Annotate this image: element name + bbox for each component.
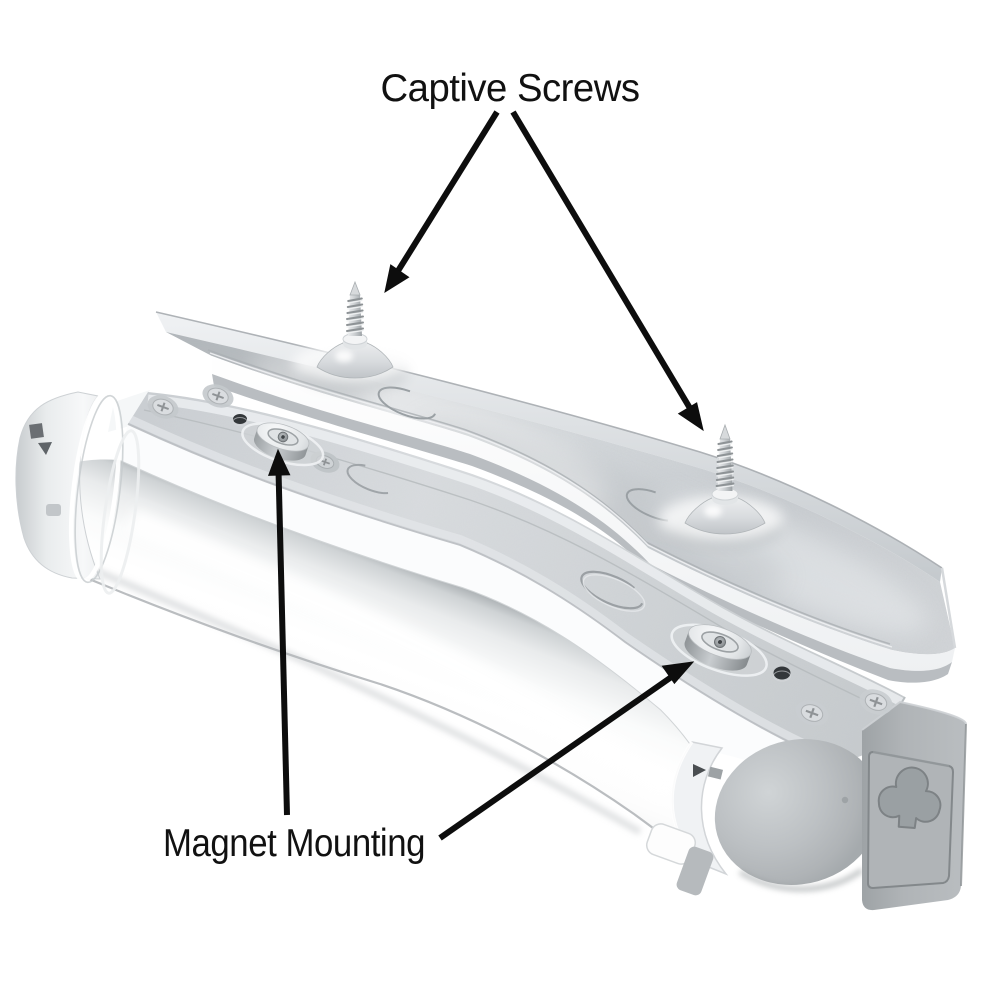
arrow-captive-left-head-icon <box>384 264 410 294</box>
tube-bottom-edge <box>43 558 695 861</box>
cap-tab <box>676 846 714 896</box>
tube-lower-shade <box>58 552 642 836</box>
cap-cylinder-face <box>714 739 882 885</box>
plate-bottom-lip <box>212 374 952 683</box>
magnet-side <box>684 630 752 671</box>
cap-notch-icon <box>29 423 44 439</box>
fixture-knockout-arc <box>346 463 398 495</box>
fixture-knockout <box>580 570 646 612</box>
captive-screw-right <box>659 423 783 546</box>
left-end-cap <box>15 391 141 595</box>
annotation-magnet-mounting: Magnet Mounting <box>163 448 695 865</box>
light-fixture <box>15 384 967 911</box>
tube-end-seam <box>99 429 141 595</box>
mounting-plate <box>155 280 957 683</box>
arrow-captive-right-head-icon <box>677 402 704 432</box>
screw-tip <box>349 280 361 296</box>
fixture-screw <box>147 395 179 419</box>
screw-threads <box>346 297 364 334</box>
plate-knockout-left <box>377 386 437 420</box>
arrow-magnet-vertical-shaft <box>275 473 290 816</box>
fixture-hole <box>232 414 248 426</box>
cap-dimple <box>841 796 849 804</box>
arrow-captive-right-shaft <box>510 110 694 411</box>
arrow-magnet-vertical-head-icon <box>267 448 291 476</box>
fixture-grain <box>128 392 905 764</box>
screw-threads <box>715 440 735 489</box>
label-magnet-mounting: Magnet Mounting <box>163 822 425 865</box>
fixture-screw <box>859 689 893 715</box>
captive-screw-left <box>293 280 409 389</box>
fixture-face-details <box>147 384 893 726</box>
fixture-screw <box>202 384 234 408</box>
arrow-magnet-diagonal-head-icon <box>661 661 695 685</box>
apron-top-seam <box>127 423 839 765</box>
fixture-screw <box>795 700 829 726</box>
fixture-hole <box>773 666 791 682</box>
plate-end-edge <box>940 567 957 649</box>
screw-tip <box>719 423 731 440</box>
tube-highlight <box>125 507 678 801</box>
screw-grommet-side <box>712 494 738 505</box>
arrow-magnet-diagonal-shaft <box>438 673 676 841</box>
cap-box-top-bevel <box>861 700 967 731</box>
cap-pointer-icon <box>38 442 52 455</box>
magnet-side <box>253 428 309 461</box>
marker-triangle-icon <box>693 764 706 777</box>
screw-dimple-cone <box>684 492 766 535</box>
plate-back-flange <box>156 312 942 582</box>
annotation-captive-screws: Captive Screws <box>381 67 704 432</box>
marker-square-icon <box>707 766 724 780</box>
screw-dimple-cone <box>316 337 394 379</box>
arrow-captive-left-shaft <box>395 110 500 274</box>
cap-bottom-tab <box>46 504 61 516</box>
magnet-right <box>670 623 768 677</box>
right-end-cap <box>645 700 967 911</box>
screw-grommet-side <box>343 339 367 350</box>
connector-knockout-icon <box>877 766 942 829</box>
plate-front-fold <box>212 356 955 671</box>
fixture-apron <box>118 424 838 790</box>
label-captive-screws: Captive Screws <box>381 67 640 110</box>
plate-knockout-mid <box>625 488 685 522</box>
